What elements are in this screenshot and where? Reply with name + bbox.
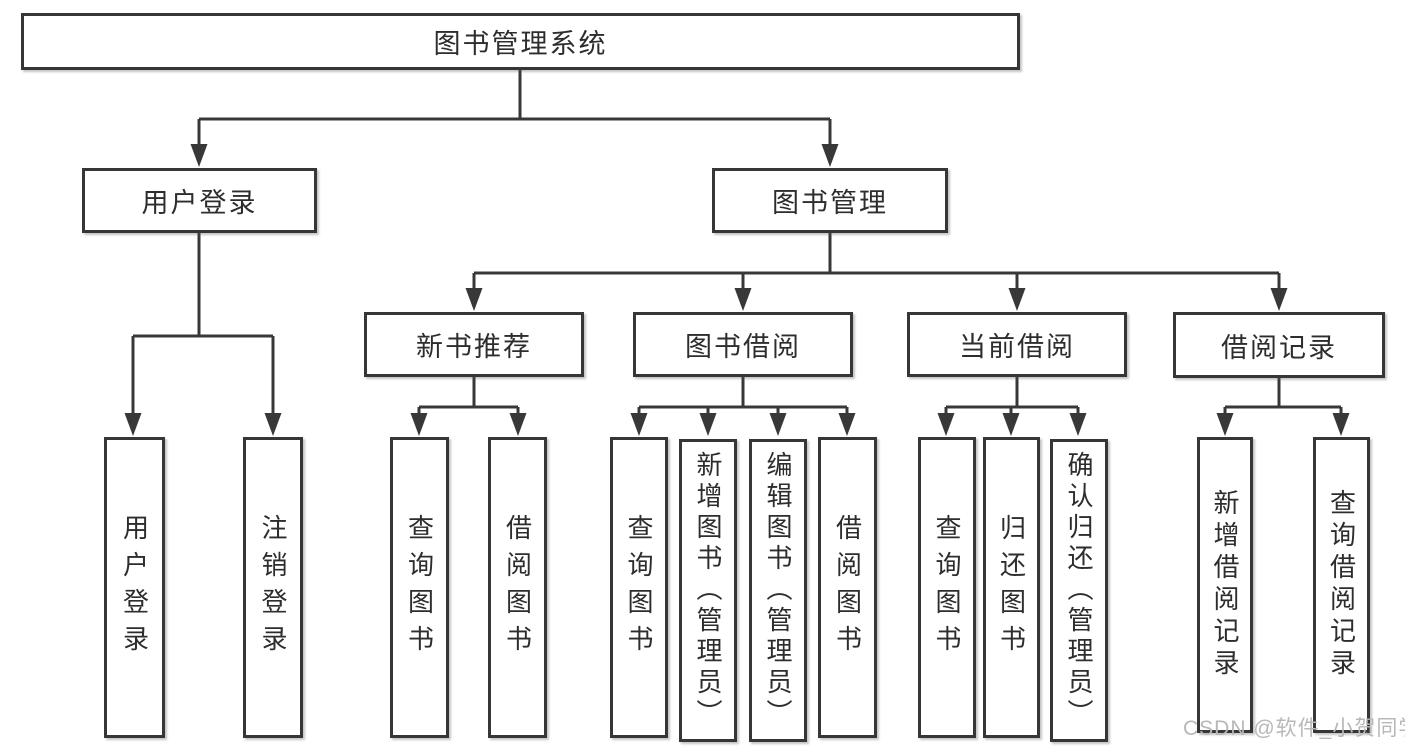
- leaf-br-add-record-label: 新增借阅记录: [1210, 489, 1240, 681]
- leaf-bb-add-books-admin: 新增图书（管理员）: [679, 439, 737, 742]
- leaf-cb-return-books: 归还图书: [983, 437, 1040, 738]
- node-new-books-label: 新书推荐: [416, 332, 532, 362]
- leaf-bb-query-books-label: 查询图书: [624, 513, 654, 662]
- leaf-bb-edit-books-admin: 编辑图书（管理员）: [749, 439, 807, 742]
- node-borrow-records: 借阅记录: [1173, 312, 1385, 378]
- leaf-bb-query-books: 查询图书: [610, 437, 668, 738]
- node-user-login-label: 用户登录: [141, 188, 258, 218]
- node-borrow-records-label: 借阅记录: [1221, 332, 1337, 363]
- leaf-br-add-record: 新增借阅记录: [1197, 437, 1253, 733]
- leaf-nb-borrow-books-label: 借阅图书: [502, 513, 533, 662]
- node-new-books: 新书推荐: [364, 312, 584, 377]
- leaf-bb-borrow-books: 借阅图书: [818, 437, 877, 738]
- node-user-login: 用户登录: [82, 168, 317, 233]
- leaf-logout-label: 注销登录: [258, 513, 288, 662]
- leaf-br-query-record: 查询借阅记录: [1313, 437, 1370, 733]
- leaf-cb-confirm-return-admin: 确认归还（管理员）: [1050, 439, 1108, 742]
- node-book-borrow: 图书借阅: [633, 312, 853, 377]
- arrowheads: [124, 144, 1350, 436]
- csdn-watermark: CSDN @软件_小贺同学: [1183, 717, 1405, 740]
- leaf-bb-add-books-admin-label: 新增图书（管理员）: [693, 451, 723, 730]
- node-root: 图书管理系统: [21, 13, 1020, 70]
- leaf-nb-query-books-label: 查询图书: [404, 513, 435, 662]
- leaf-nb-borrow-books: 借阅图书: [488, 437, 547, 738]
- leaf-cb-query-books: 查询图书: [918, 437, 976, 738]
- leaf-logout: 注销登录: [243, 437, 303, 738]
- leaf-bb-borrow-books-label: 借阅图书: [832, 513, 863, 662]
- leaf-br-query-record-label: 查询借阅记录: [1326, 489, 1357, 681]
- leaf-cb-confirm-return-admin-label: 确认归还（管理员）: [1064, 451, 1094, 730]
- leaf-cb-return-books-label: 归还图书: [996, 513, 1027, 662]
- node-current-borrow-label: 当前借阅: [959, 332, 1075, 362]
- leaf-cb-query-books-label: 查询图书: [932, 513, 962, 662]
- node-current-borrow: 当前借阅: [907, 312, 1127, 377]
- connector-paths: [131, 70, 1343, 416]
- node-book-mgmt-label: 图书管理: [772, 188, 888, 218]
- node-book-borrow-label: 图书借阅: [685, 332, 801, 362]
- leaf-user-login: 用户登录: [104, 437, 165, 738]
- node-root-label: 图书管理系统: [433, 29, 608, 59]
- leaf-nb-query-books: 查询图书: [390, 437, 449, 738]
- leaf-bb-edit-books-admin-label: 编辑图书（管理员）: [763, 451, 793, 730]
- node-book-mgmt: 图书管理: [712, 168, 948, 233]
- leaf-user-login-label: 用户登录: [119, 513, 150, 662]
